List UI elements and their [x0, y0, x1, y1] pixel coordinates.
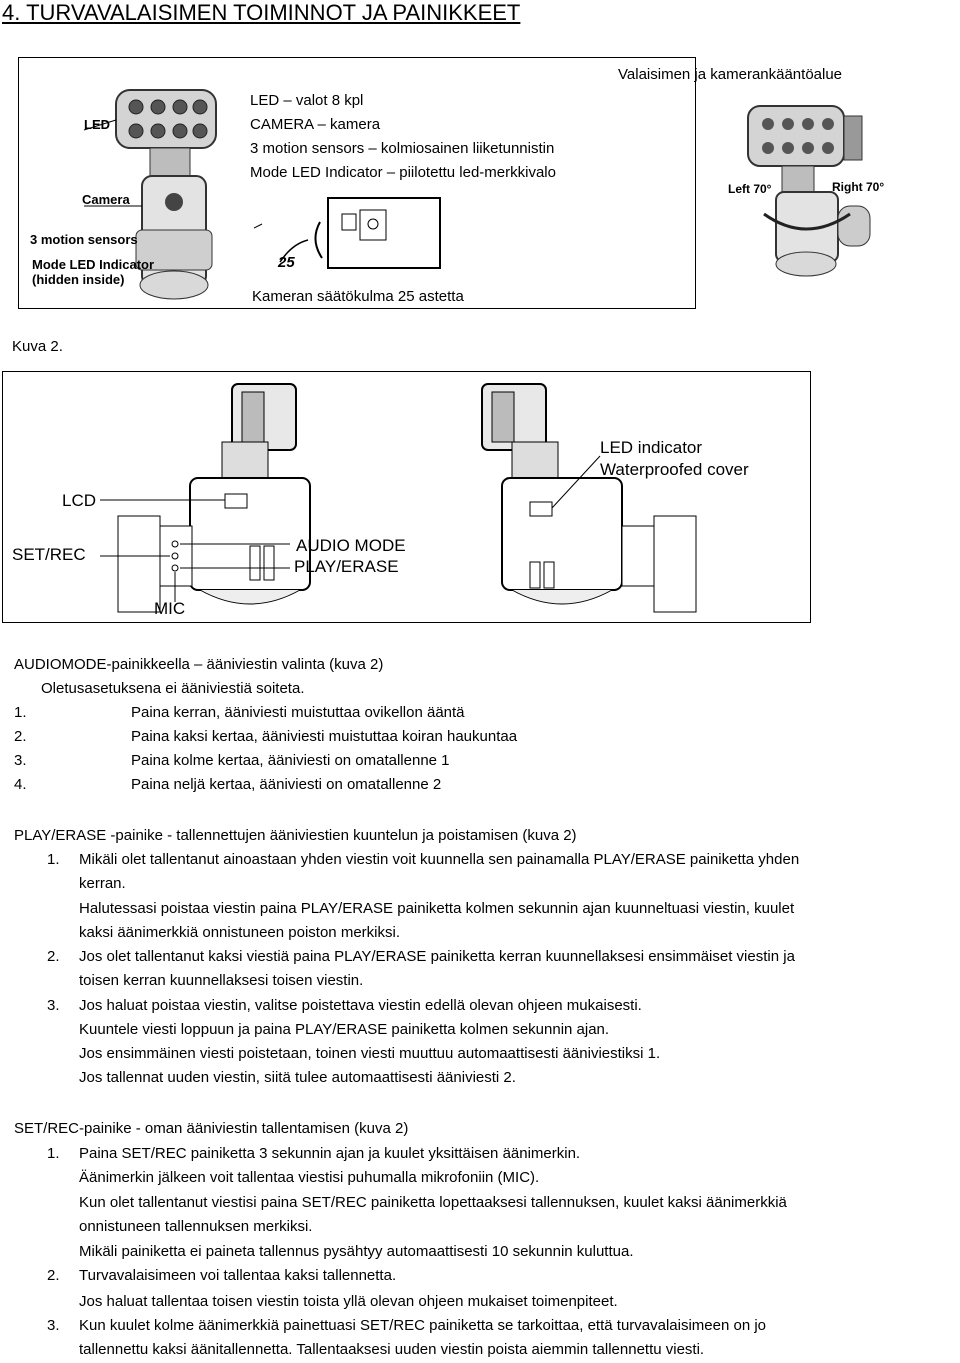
list-item: Paina neljä kertaa, ääniviesti on omatal… — [131, 776, 442, 793]
label-set-rec: SET/REC — [12, 545, 86, 564]
legend-line: 3 motion sensors – kolmiosainen liiketun… — [250, 140, 555, 157]
list-item-line: Mikäli painiketta ei paineta tallennus p… — [79, 1243, 634, 1260]
list-item-number: 3. — [47, 997, 60, 1014]
legend-line: CAMERA – kamera — [250, 116, 381, 133]
label-led-indicator: LED indicator — [600, 438, 703, 457]
list-item-line: Kun olet tallentanut viestisi paina SET/… — [79, 1194, 787, 1211]
list-item-number: 1. — [47, 851, 60, 868]
list-item-line: Jos haluat poistaa viestin, valitse pois… — [79, 997, 642, 1014]
lamp-rotation-illustration — [747, 105, 871, 277]
tilt-angle-value: 25 — [278, 254, 295, 271]
photo-label-led: LED — [84, 117, 110, 132]
list-item-line: onnistuneen tallennuksen merkiksi. — [79, 1218, 313, 1235]
list-item-number: 4. — [14, 776, 27, 793]
list-item-number: 1. — [14, 704, 27, 721]
lamp-front-illustration — [83, 89, 217, 300]
lamp-side-views-illustration — [100, 383, 697, 613]
list-item-number: 1. — [47, 1145, 60, 1162]
list-item-line: tallennettu kaksi äänitallennetta. Talle… — [79, 1341, 705, 1358]
list-item-number: 2. — [47, 948, 60, 965]
list-item-line: Halutessasi poistaa viestin paina PLAY/E… — [79, 900, 795, 917]
list-item-line: Mikäli olet tallentanut ainoastaan yhden… — [79, 851, 800, 868]
photo-label-camera: Camera — [82, 192, 130, 207]
list-item-number: 2. — [14, 728, 27, 745]
list-item-line: kaksi äänimerkkiä onnistuneen poiston me… — [79, 924, 400, 941]
rotation-caption: Valaisimen ja kamerankääntöalue — [618, 66, 843, 83]
list-item-number: 3. — [47, 1317, 60, 1334]
list-item-line: toisen kerran kuunnellaksesi toisen vies… — [79, 972, 364, 989]
list-item-line: kerran. — [79, 875, 126, 892]
list-item-number: 2. — [47, 1267, 60, 1284]
photo-label-sensors: 3 motion sensors — [30, 232, 138, 247]
label-waterproof-cover: Waterproofed cover — [600, 460, 749, 479]
photo-label-mode-led: Mode LED Indicator — [32, 257, 155, 272]
audiomode-title: AUDIOMODE-painikkeella – ääniviestin val… — [14, 656, 384, 673]
list-item: Paina kolme kertaa, ääniviesti on omatal… — [131, 752, 450, 769]
tilt-angle-caption: Kameran säätökulma 25 astetta — [252, 288, 464, 305]
list-item-line: Turvavalaisimeen voi tallentaa kaksi tal… — [79, 1267, 397, 1284]
list-item-line: Jos tallennat uuden viestin, siitä tulee… — [79, 1069, 516, 1086]
rotation-right-label: Right 70° — [832, 180, 885, 194]
figure-caption: Kuva 2. — [12, 338, 63, 355]
section-heading: 4. TURVAVALAISIMEN TOIMINNOT JA PAINIKKE… — [2, 0, 521, 25]
list-item-line: Paina SET/REC painiketta 3 sekunnin ajan… — [79, 1145, 581, 1162]
list-item-line: Jos haluat tallentaa toisen viestin tois… — [79, 1293, 618, 1310]
list-item: Paina kerran, ääniviesti muistuttaa ovik… — [131, 704, 465, 721]
rotation-left-label: Left 70° — [728, 182, 772, 196]
label-lcd: LCD — [62, 491, 97, 510]
label-play-erase: PLAY/ERASE — [294, 557, 399, 576]
legend-line: LED – valot 8 kpl — [250, 92, 364, 109]
list-item: Paina kaksi kertaa, ääniviesti muistutta… — [131, 728, 518, 745]
list-item-line: Äänimerkin jälkeen voit tallentaa viesti… — [79, 1169, 540, 1186]
tilt-angle-illustration — [253, 197, 441, 269]
photo-label-hidden: (hidden inside) — [32, 272, 125, 287]
list-item-number: 3. — [14, 752, 27, 769]
label-mic: MIC — [154, 599, 186, 618]
label-audio-mode: AUDIO MODE — [296, 536, 406, 555]
list-item-line: Jos olet tallentanut kaksi viestiä paina… — [79, 948, 795, 965]
list-item-line: Kun kuulet kolme äänimerkkiä painettuasi… — [79, 1317, 767, 1334]
playerase-title: PLAY/ERASE -painike - tallennettujen ään… — [14, 827, 577, 844]
setrec-title: SET/REC-painike - oman ääniviestin talle… — [14, 1120, 409, 1137]
legend-line: Mode LED Indicator – piilotettu led-merk… — [250, 164, 556, 181]
list-item-line: Kuuntele viesti loppuun ja paina PLAY/ER… — [79, 1021, 610, 1038]
audiomode-default: Oletusasetuksena ei ääniviestiä soiteta. — [41, 680, 305, 697]
list-item-line: Jos ensimmäinen viesti poistetaan, toine… — [79, 1045, 661, 1062]
